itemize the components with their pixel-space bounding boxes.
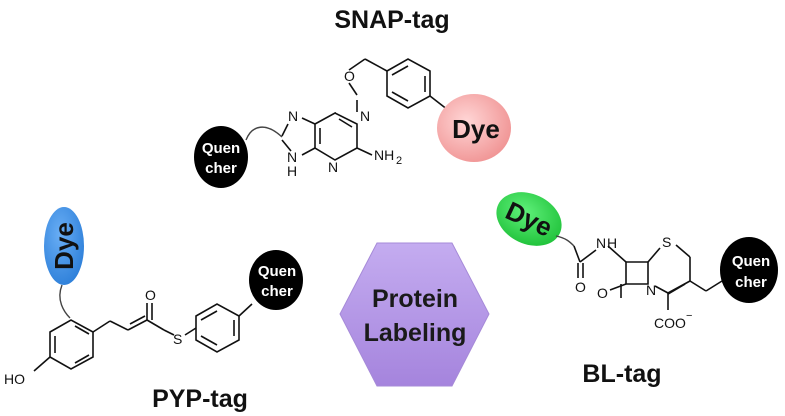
snap-n7-atom: N xyxy=(288,108,298,124)
snap-o-atom: O xyxy=(344,68,355,84)
snap-linker-bonds xyxy=(348,58,388,96)
bl-n-atom: N xyxy=(646,282,656,298)
bl-quencher-bubble xyxy=(720,237,778,303)
snap-n1-atom: N xyxy=(360,108,370,124)
pyp-s-atom: S xyxy=(173,331,182,347)
bl-cephem-core xyxy=(609,244,723,310)
snap-n9-atom: N xyxy=(287,149,297,165)
bl-quencher-line2: cher xyxy=(735,274,767,291)
pyp-dye-bubble xyxy=(44,207,84,285)
pyp-quencher-bubble xyxy=(249,250,303,310)
hexagon-label-line1: Protein xyxy=(372,285,458,313)
snap-h-atom: H xyxy=(287,163,297,179)
pyp-tag-title: PYP-tag xyxy=(152,385,248,413)
bl-dye-bubble xyxy=(496,192,562,246)
bl-dye-link xyxy=(555,235,575,247)
bl-coo-charge: − xyxy=(686,310,692,322)
hexagon-label-line2: Labeling xyxy=(364,319,467,347)
protein-labeling-hexagon-group: Protein Labeling xyxy=(339,242,490,387)
snap-dye-label: Dye xyxy=(452,114,500,144)
bl-tag-group: Dye O N H S N O xyxy=(496,192,778,388)
bl-nh-h-atom: H xyxy=(607,235,617,251)
snap-quencher-line2: cher xyxy=(205,160,237,177)
snap-quencher-bubble xyxy=(194,126,248,188)
protein-labeling-hexagon xyxy=(339,242,490,387)
pyp-o-atom: O xyxy=(145,287,156,303)
pyp-quencher-line2: cher xyxy=(261,283,293,300)
bl-amide-o-atom: O xyxy=(575,279,586,295)
snap-benzene-ring xyxy=(386,58,449,111)
pyp-quencher-line1: Quen xyxy=(258,263,296,280)
snap-quencher-link xyxy=(245,126,283,141)
pyp-ho-atom: HO xyxy=(4,371,25,387)
bl-quencher-line1: Quen xyxy=(732,253,770,270)
snap-tag-title: SNAP-tag xyxy=(334,6,449,34)
snap-nh2-label: NH xyxy=(374,147,394,163)
pyp-thioester-chain xyxy=(109,303,197,336)
bl-nh-n-atom: N xyxy=(596,235,606,251)
snap-purine-core xyxy=(281,100,373,161)
pyp-phenol-ring xyxy=(33,319,111,372)
bl-coo-label: COO xyxy=(654,315,686,331)
bl-tag-title: BL-tag xyxy=(582,360,661,388)
pyp-thiophenyl-ring xyxy=(195,303,253,353)
pyp-dye-link xyxy=(59,284,71,319)
snap-n3-atom: N xyxy=(328,159,338,175)
snap-tag-group: SNAP-tag O N N xyxy=(194,6,511,188)
pyp-tag-group: Dye HO O S xyxy=(4,207,303,413)
pyp-dye-label: Dye xyxy=(49,222,79,270)
bl-lactam-o-atom: O xyxy=(597,285,608,301)
snap-quencher-line1: Quen xyxy=(202,140,240,157)
bl-s-atom: S xyxy=(662,234,671,250)
snap-dye-bubble xyxy=(437,94,511,162)
bl-amide xyxy=(573,245,627,278)
snap-nh2-subscript: 2 xyxy=(396,155,402,167)
